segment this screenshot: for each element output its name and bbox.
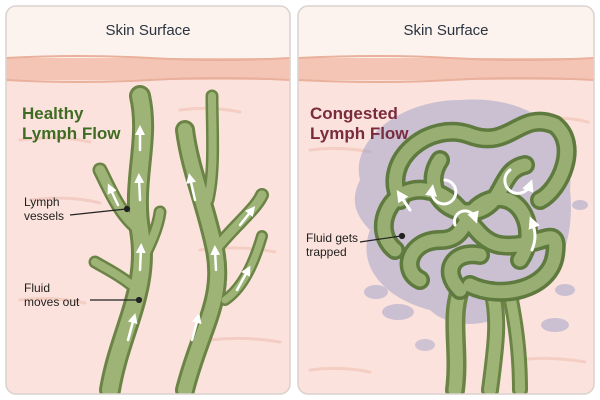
circular-arrow-icon xyxy=(396,168,540,252)
header-strip xyxy=(6,6,290,58)
left-panel xyxy=(6,6,290,394)
right-panel xyxy=(298,6,594,394)
left-header-label: Skin Surface xyxy=(105,22,191,39)
fluid-trapped-callout: Fluid gets trapped xyxy=(306,231,359,259)
leader-lymph-vessels xyxy=(69,208,127,216)
fluid-moves-out-callout: Fluid moves out xyxy=(24,281,80,309)
skin-surface-band xyxy=(6,58,290,80)
right-header-label: Skin Surface xyxy=(403,22,489,39)
healthy-flow-title: Healthy Lymph Flow xyxy=(22,104,121,143)
congested-flow-title: Congested Lymph Flow xyxy=(310,104,409,143)
skin-surface-band xyxy=(298,58,594,80)
leader-fluid-trapped xyxy=(359,235,402,243)
arrow-up-icon xyxy=(107,125,256,342)
header-strip xyxy=(298,6,594,58)
lymph-vessels-callout: Lymph vessels xyxy=(24,195,65,223)
